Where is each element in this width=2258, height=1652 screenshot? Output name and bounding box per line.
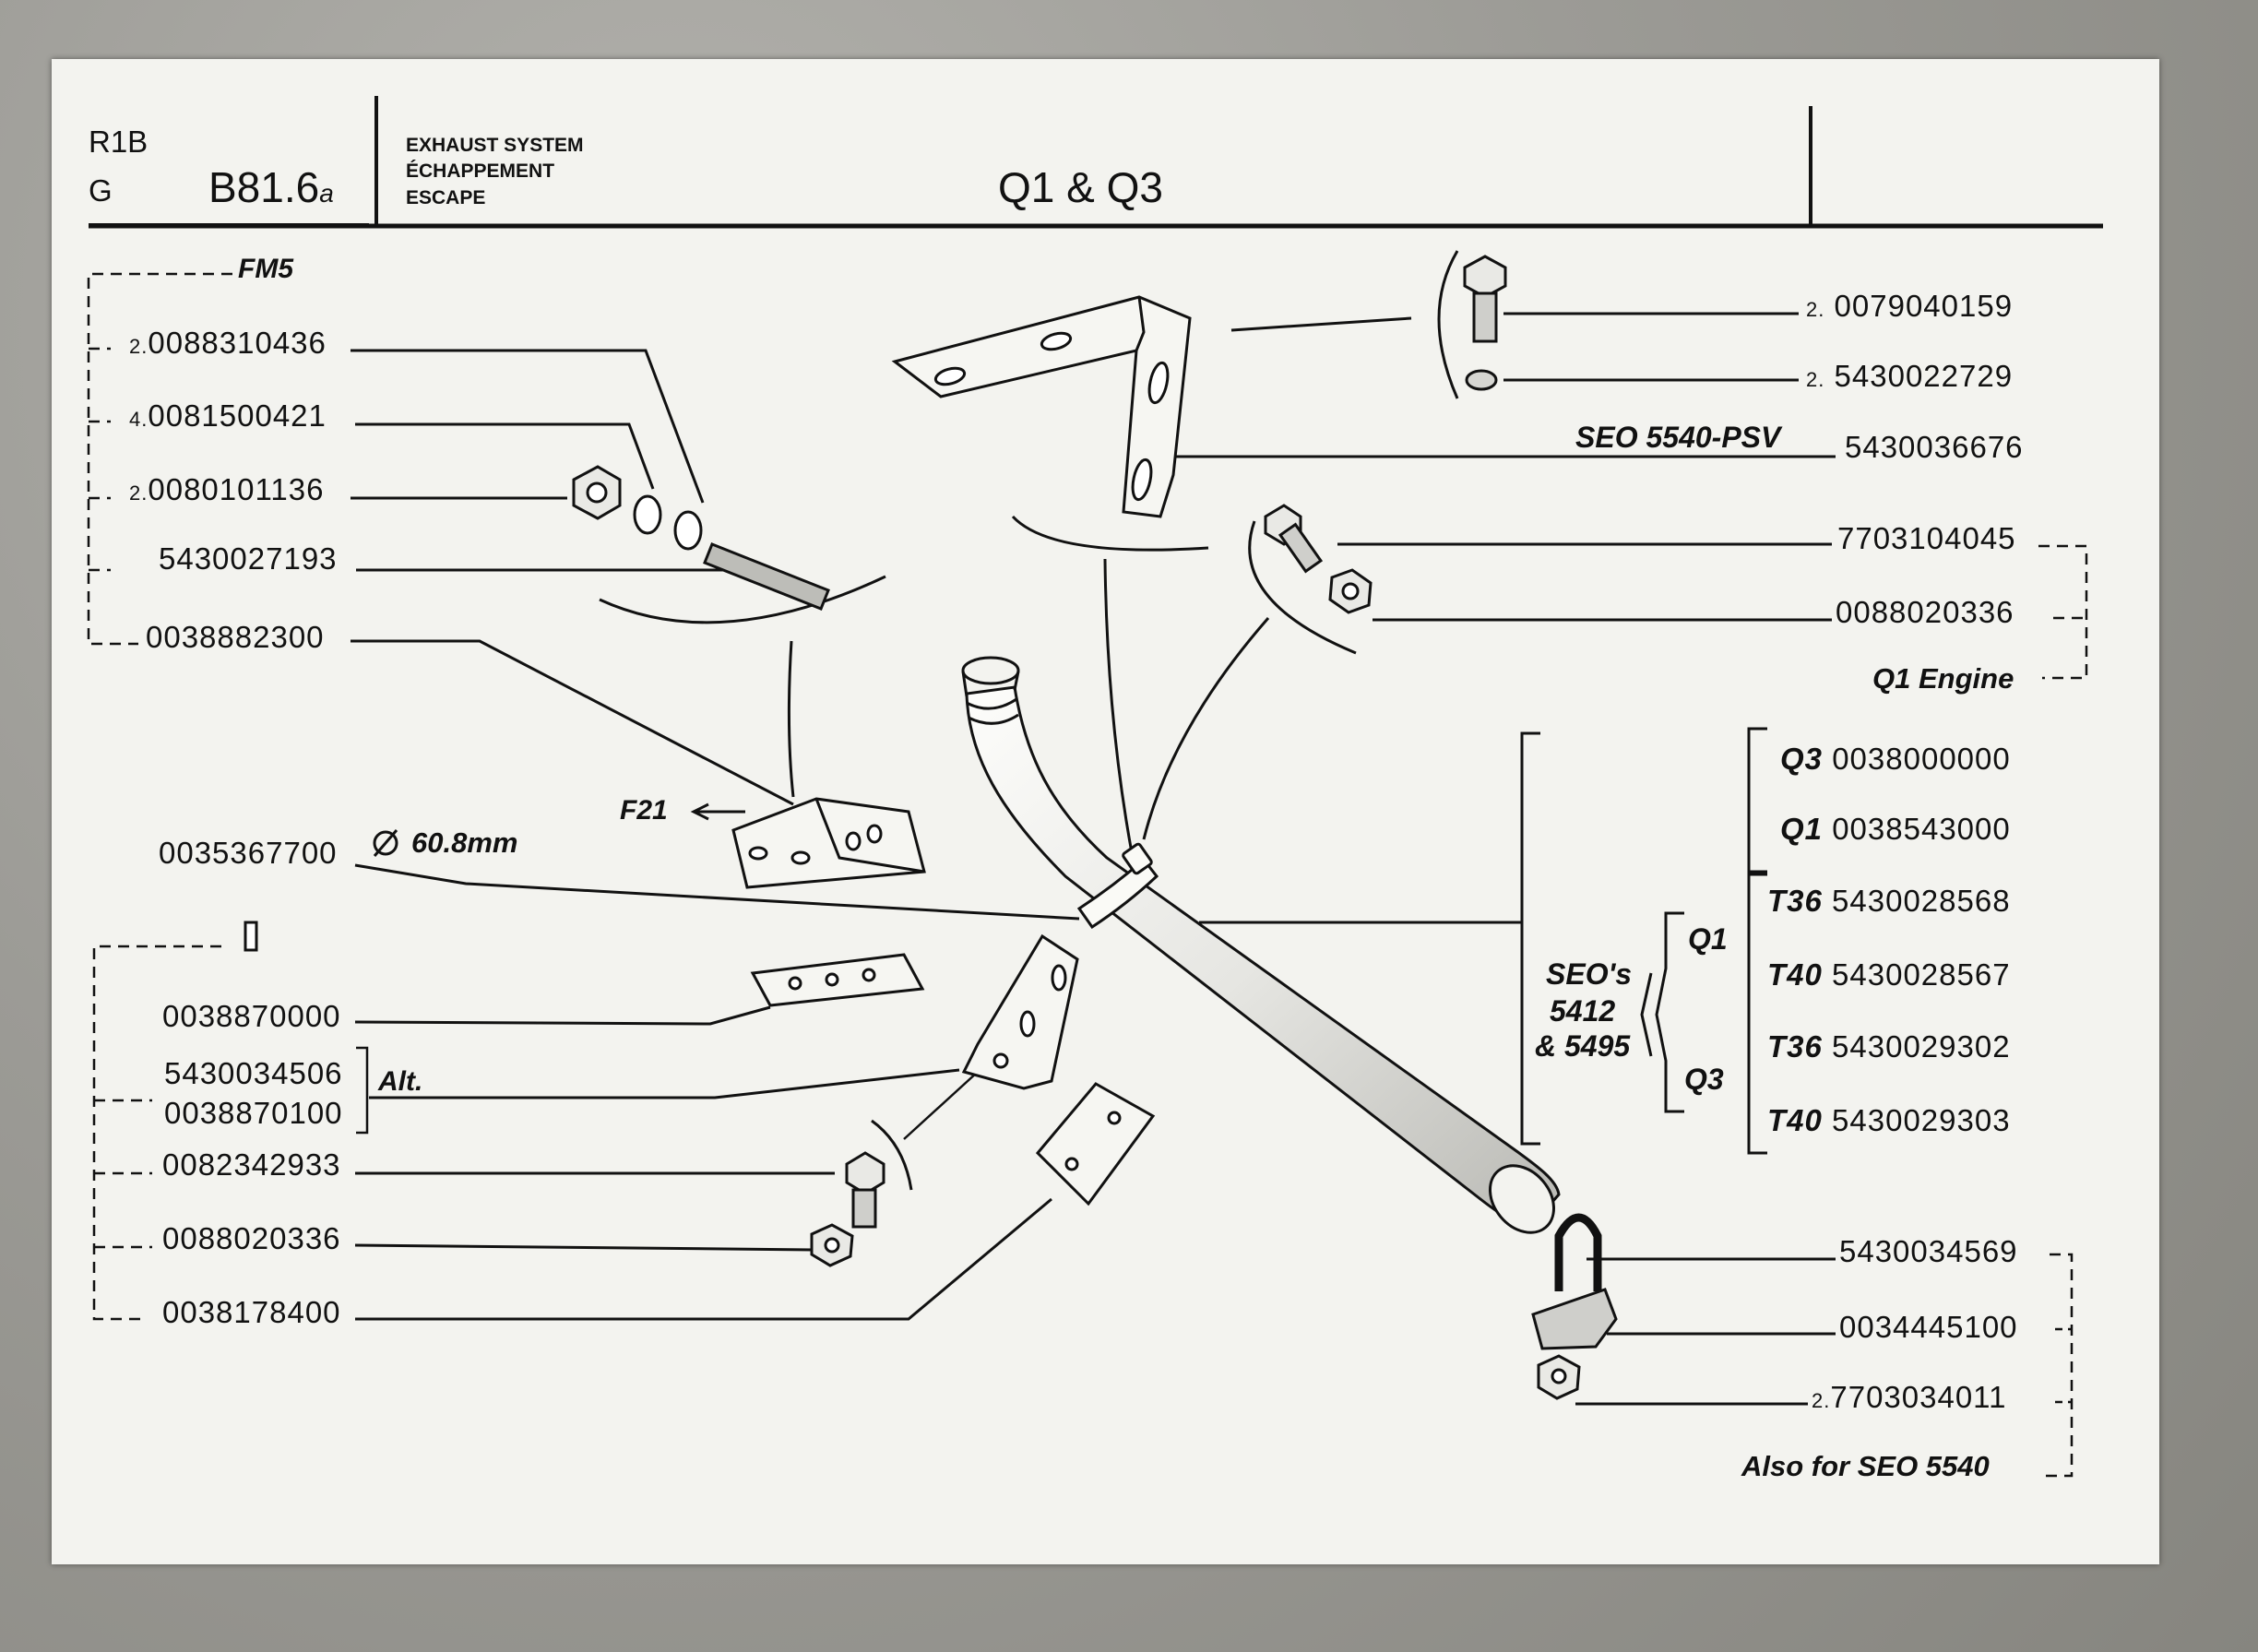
part-number: 0088020336 bbox=[1836, 595, 2014, 629]
part-number: 0038543000 bbox=[1832, 812, 2011, 846]
pipe-option-row: T36 5430029302 bbox=[1767, 1029, 2011, 1064]
also-for-seo-label: Also for SEO 5540 bbox=[1741, 1450, 1990, 1482]
pipe-clamp bbox=[1076, 842, 1159, 930]
part-number: 5430029303 bbox=[1832, 1103, 2011, 1137]
pipe-option-row: Q1 0038543000 bbox=[1780, 812, 2011, 847]
part-number: 0038870000 bbox=[162, 999, 341, 1033]
alt-label: Alt. bbox=[378, 1066, 423, 1097]
marker-icon bbox=[244, 921, 258, 952]
stud-icon bbox=[703, 542, 830, 611]
part-number: 0038870100 bbox=[164, 1096, 343, 1130]
exhaust-pipe bbox=[961, 656, 1561, 1234]
clamp-part-number: 0035367700 bbox=[159, 836, 338, 870]
part-row: 4.0081500421 bbox=[129, 398, 327, 434]
page-code: B81.6a bbox=[208, 162, 334, 212]
left-bracket-2 bbox=[92, 945, 221, 1321]
u-bolt-icon bbox=[1554, 1213, 1602, 1291]
clamp-plate bbox=[1035, 1082, 1156, 1206]
system-name-en: EXHAUST SYSTEM bbox=[406, 135, 584, 156]
part-number: 0088020336 bbox=[162, 1221, 341, 1255]
part-qty: 2. bbox=[1812, 1389, 1831, 1412]
page-title: Q1 & Q3 bbox=[998, 163, 1163, 211]
pipe-option-prefix: T40 bbox=[1767, 957, 1823, 992]
part-qty: 2. bbox=[129, 335, 149, 358]
system-name-es: ESCAPE bbox=[406, 187, 486, 208]
part-qty: 2. bbox=[1806, 298, 1825, 321]
part-number: 5430022729 bbox=[1834, 359, 2014, 393]
part-number: 7703104045 bbox=[1837, 521, 2016, 555]
diameter-icon bbox=[373, 829, 398, 857]
washer-icon-2 bbox=[633, 494, 662, 535]
part-row: 2. 5430022729 bbox=[1806, 359, 2013, 394]
part-number: 5430027193 bbox=[159, 541, 338, 576]
flange-nut-icon bbox=[1537, 1354, 1581, 1400]
bottom-bolt-icon bbox=[845, 1151, 885, 1229]
washer-icon bbox=[1465, 369, 1498, 391]
pipe-group-q1: Q1 bbox=[1688, 922, 1728, 956]
part-number: 0038178400 bbox=[162, 1295, 341, 1329]
part-number: 0079040159 bbox=[1834, 289, 2014, 323]
seo-psv-label: SEO 5540-PSV bbox=[1575, 421, 1781, 454]
part-qty: 4. bbox=[129, 408, 149, 431]
hex-bolt-icon bbox=[1463, 255, 1507, 343]
part-number: 5430028568 bbox=[1832, 884, 2011, 918]
engine-bracket bbox=[2038, 544, 2088, 680]
page-code-suffix: a bbox=[319, 179, 334, 208]
part-number: 0080101136 bbox=[148, 472, 325, 506]
part-number: 5430029302 bbox=[1832, 1029, 2011, 1064]
seo-bracket bbox=[1520, 731, 1540, 1146]
part-row: 2.0080101136 bbox=[129, 472, 324, 507]
nut-icon bbox=[572, 465, 622, 520]
pipe-option-row: Q3 0038000000 bbox=[1780, 742, 2011, 777]
seo-label-line3: & 5495 bbox=[1535, 1029, 1631, 1063]
part-number: 0081500421 bbox=[148, 398, 327, 433]
pipe-option-prefix: T36 bbox=[1767, 884, 1823, 918]
part-number: 7703034011 bbox=[1830, 1380, 2007, 1414]
engine-bolt-icon bbox=[1264, 504, 1324, 574]
bottom-nut-icon bbox=[810, 1223, 854, 1267]
f21-bracket bbox=[731, 797, 926, 889]
pipe-option-prefix: T36 bbox=[1767, 1029, 1823, 1064]
pipe-option-row: T40 5430028567 bbox=[1767, 957, 2011, 992]
f21-label: F21 bbox=[620, 795, 668, 826]
support-bracket-top bbox=[891, 295, 1192, 518]
part-number: 0038882300 bbox=[146, 620, 325, 654]
page-code-main: B81.6 bbox=[208, 163, 320, 211]
part-number: 0034445100 bbox=[1839, 1310, 2018, 1344]
part-number: 5430034569 bbox=[1839, 1234, 2018, 1268]
part-row: 2.0088310436 bbox=[129, 326, 327, 361]
pipe-option-prefix: Q1 bbox=[1780, 812, 1824, 846]
header-code-top: R1B bbox=[89, 125, 149, 159]
engine-nut-icon bbox=[1328, 568, 1373, 614]
bottom-bracket bbox=[2042, 1253, 2074, 1478]
angle-bracket bbox=[961, 933, 1079, 1090]
q1-engine-label: Q1 Engine bbox=[1872, 662, 2014, 695]
part-row: 2. 0079040159 bbox=[1806, 289, 2013, 324]
pipe-option-row: T36 5430028568 bbox=[1767, 884, 2011, 919]
part-number: 0088310436 bbox=[148, 326, 327, 360]
part-number: 0038000000 bbox=[1832, 742, 2011, 776]
clamp-diameter: 60.8mm bbox=[411, 826, 518, 859]
seo-label-line2: 5412 bbox=[1550, 994, 1616, 1028]
part-qty: 2. bbox=[129, 481, 149, 505]
pipe-option-prefix: Q3 bbox=[1780, 742, 1824, 776]
part-number: 5430028567 bbox=[1832, 957, 2011, 992]
part-number: 5430036676 bbox=[1845, 430, 2024, 464]
part-qty: 2. bbox=[1806, 368, 1825, 391]
pipe-option-prefix: T40 bbox=[1767, 1103, 1823, 1137]
part-row: 2.7703034011 bbox=[1812, 1380, 2006, 1415]
fm5-label: FM5 bbox=[238, 254, 293, 284]
part-number: 5430034506 bbox=[164, 1056, 343, 1090]
spring-washer-icon bbox=[673, 510, 703, 551]
left-bracket-1 bbox=[87, 272, 232, 646]
saddle-clamp-icon bbox=[1531, 1288, 1618, 1350]
pipe-option-row: T40 5430029303 bbox=[1767, 1103, 2011, 1138]
mounting-plate bbox=[750, 953, 925, 1007]
header-code-bottom: G bbox=[89, 173, 113, 208]
pipe-group-q3: Q3 bbox=[1684, 1063, 1724, 1096]
system-name-fr: ÉCHAPPEMENT bbox=[406, 160, 555, 182]
part-number: 0082342933 bbox=[162, 1147, 341, 1182]
seo-label-line1: SEO's bbox=[1546, 957, 1632, 991]
